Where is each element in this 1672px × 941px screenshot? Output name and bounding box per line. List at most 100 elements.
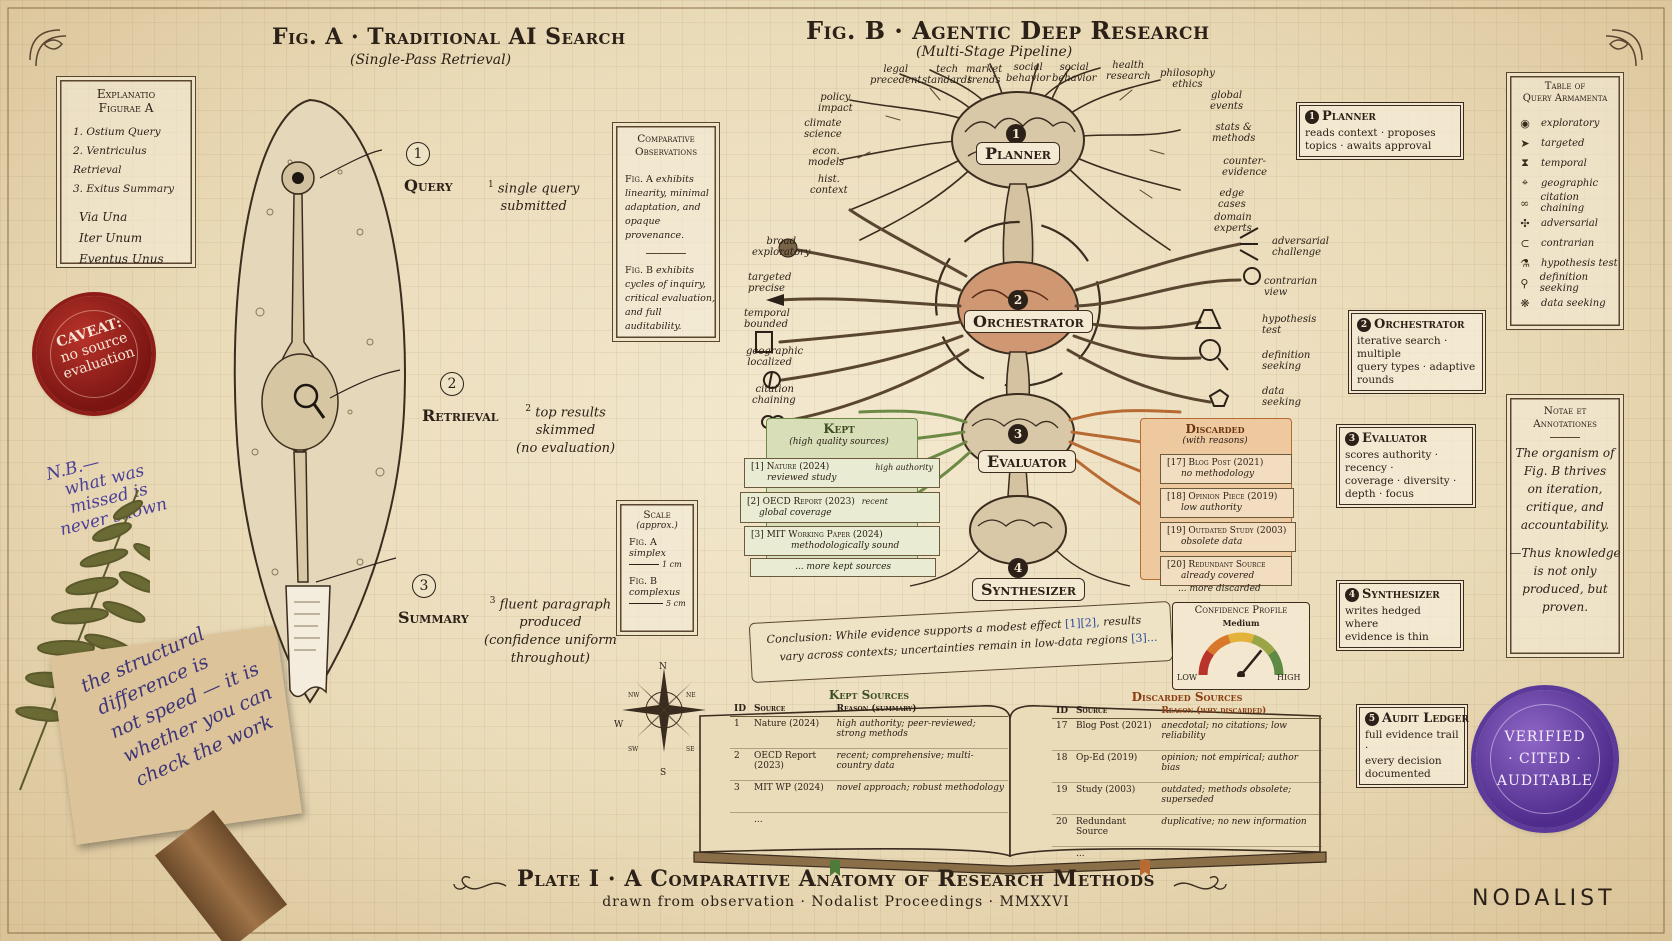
citation-link[interactable]: [1][2], (1064, 615, 1100, 631)
summary-scroll-icon (285, 585, 331, 698)
root-topic: counter-evidence (1222, 156, 1268, 178)
compass-n: N (659, 662, 667, 672)
comparative-fig-b-label: Fig. B (625, 265, 653, 276)
kept-panel: Kept (high quality sources) [1] Nature (… (736, 418, 942, 584)
confidence-gauge (1198, 632, 1284, 677)
gauge-low-label: LOW (1177, 673, 1198, 682)
gauge-segment (1206, 634, 1231, 656)
armamenta-title-1: Table of (1544, 81, 1586, 92)
explanatio-box: Explanatio Figurae A 1. Ostium Query 2. … (56, 76, 196, 268)
compass-se: SE (686, 746, 695, 753)
explanatio-item: 1. Ostium Query (73, 126, 161, 138)
compass-sw: SW (628, 746, 639, 753)
query-type-row: ∞citation chaining (1517, 192, 1623, 214)
query-type-row: ➤targeted (1517, 133, 1623, 153)
scale-b-length: 5 cm (666, 599, 686, 608)
explanatio-title-1: Explanatio (96, 87, 156, 101)
notae-line: accountability. (1520, 518, 1610, 532)
stage-note-3: 3 fluent paragraph produced (confidence … (484, 596, 617, 667)
kept-subtitle: (high quality sources) (789, 437, 889, 447)
kept-card: [3] MIT Working Paper (2024) methodologi… (744, 526, 940, 556)
comparative-fig-a-label: Fig. A (625, 174, 653, 185)
confidence-title: Confidence Profile (1194, 605, 1288, 616)
discarded-card: [18] Opinion Piece (2019) low authority (1160, 488, 1294, 518)
query-type-row: ✣adversarial (1517, 213, 1623, 233)
citation-link[interactable]: [3]... (1130, 630, 1158, 646)
node-evaluator: Evaluator (978, 450, 1076, 473)
stage-label-summary: Summary (398, 608, 469, 627)
scale-a-sub: simplex (629, 548, 667, 559)
comparative-title-1: Comparative (637, 133, 695, 145)
gauge-segment (1227, 632, 1255, 644)
brand-logo: NODALIST (1472, 886, 1616, 911)
notae-line: —Thus knowledge (1509, 546, 1621, 560)
gauge-hub (1237, 671, 1245, 677)
root-topic: hist.context (810, 174, 848, 196)
explanatio-item: 2. Ventriculus Retrieval (73, 145, 147, 176)
stage-label-retrieval: Retrieval (422, 406, 499, 425)
notae-line: is not only (1533, 564, 1597, 578)
notae-line: Fig. B thrives (1523, 464, 1607, 478)
contrarian-hook-icon: ⊂ (1520, 236, 1530, 250)
stage-note-1: 1 single query submitted (488, 180, 580, 215)
seal-auditable: AUDITABLE (1496, 773, 1594, 789)
seal-verified: VERIFIED (1504, 729, 1586, 745)
explanatio-title-2: Figurae A (98, 101, 154, 115)
stage-num-1: 1 (406, 142, 430, 166)
flourish-left-icon (453, 876, 507, 890)
query-type-row: ⚲definition seeking (1517, 272, 1623, 294)
latin-line: Eventus Unus (79, 252, 164, 266)
notae-line: proven. (1541, 600, 1589, 614)
compass-nw: NW (628, 692, 640, 699)
stage-note-2: 2 top results skimmed (no evaluation) (516, 404, 616, 457)
discarded-more: ... more discarded (1178, 584, 1261, 594)
claw-icon: ✣ (1520, 216, 1530, 230)
scale-b-sub: complexus (629, 587, 681, 598)
scale-box: Scale (approx.) Fig. A simplex 1 cm Fig.… (616, 500, 698, 636)
gauge-segment (1251, 634, 1276, 656)
query-type-row: ⚗hypothesis test (1517, 253, 1623, 273)
compass-s: S (660, 768, 667, 778)
query-type-row: ◉exploratory (1517, 113, 1623, 133)
gauge-needle (1240, 649, 1263, 676)
fig-a-organism (233, 98, 406, 704)
notae-line: on iteration, (1527, 482, 1603, 496)
magnifier-icon (293, 383, 319, 409)
stage-num-3: 3 (412, 574, 436, 598)
kept-card: [2] OECD Report (2023) recent global cov… (740, 492, 940, 523)
notae-line: produced, but (1522, 582, 1608, 596)
gauge-high-label: HIGH (1277, 673, 1301, 682)
scale-b-label: Fig. B (629, 576, 657, 587)
discarded-subtitle: (with reasons) (1182, 436, 1248, 446)
scale-a-length: 1 cm (662, 560, 682, 569)
discarded-title: Discarded (1185, 422, 1245, 436)
kept-card: [1] Nature (2024) high authority reviewe… (744, 458, 940, 488)
confidence-profile: Confidence Profile Medium LOW HIGH (1172, 602, 1310, 690)
caveat-seal: CAVEAT: no source evaluation (36, 296, 152, 412)
node-num-1: 1 (1006, 124, 1026, 144)
confidence-level: Medium (1222, 618, 1260, 628)
fig-b-subtitle: (Multi-Stage Pipeline) (916, 44, 1073, 60)
node-synthesizer: Synthesizer (972, 578, 1086, 601)
location-pin-icon: ⌖ (1521, 176, 1529, 189)
node-num-2: 2 (1008, 290, 1028, 310)
